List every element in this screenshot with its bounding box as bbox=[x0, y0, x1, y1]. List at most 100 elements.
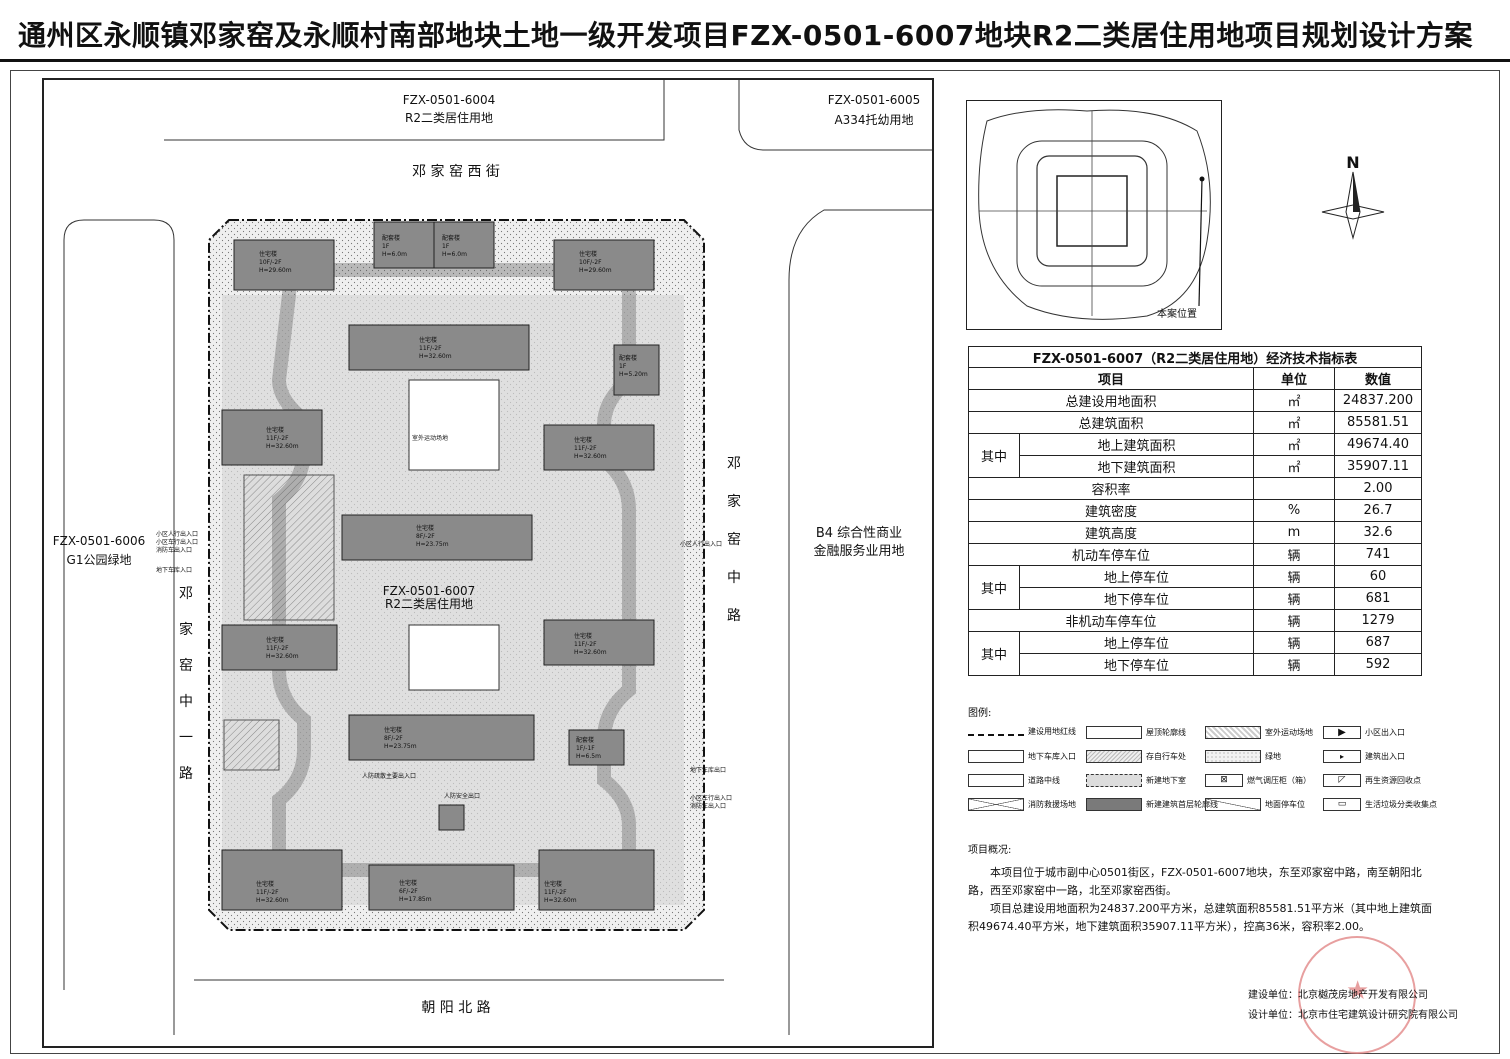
legend-label: 燃气调压柜（箱） bbox=[1247, 776, 1311, 785]
overview-paragraph-2: 项目总建设用地面积为24837.200平方米，总建筑面积85581.51平方米（… bbox=[968, 902, 1432, 933]
label-n4: 住宅楼 bbox=[579, 250, 597, 258]
label-c2: 住宅楼 bbox=[416, 524, 434, 532]
building-c2 bbox=[341, 514, 533, 561]
h-n4: H=29.60m bbox=[579, 267, 612, 274]
green-swatch bbox=[1205, 750, 1261, 763]
legend-label: 建筑出入口 bbox=[1365, 752, 1405, 761]
floors-n3: 1F bbox=[442, 243, 450, 250]
drawing-frame bbox=[10, 70, 1500, 1054]
row-unit: 辆 bbox=[1253, 565, 1335, 588]
east-garage-exit: 地下车库出口 bbox=[690, 766, 726, 774]
legend-item: 消防救援场地 bbox=[968, 798, 1076, 811]
label-sc: 住宅楼 bbox=[399, 879, 417, 887]
row-value: 49674.40 bbox=[1334, 433, 1422, 456]
table-row: 地下停车位 辆 592 bbox=[969, 653, 1422, 676]
row-unit: 辆 bbox=[1253, 653, 1335, 676]
legend-item: ⊠燃气调压柜（箱） bbox=[1205, 774, 1311, 787]
designer-name: 北京市住宅建筑设计研究院有限公司 bbox=[1298, 1010, 1458, 1021]
floors-e2: 11F/-2F bbox=[574, 641, 597, 648]
label-w1: 住宅楼 bbox=[266, 426, 284, 434]
legend-item: 新建建筑首层轮廓线 bbox=[1086, 798, 1218, 811]
builder-label: 建设单位： bbox=[1248, 990, 1298, 1001]
legend-label: 生活垃圾分类收集点 bbox=[1365, 800, 1437, 809]
row-value: 85581.51 bbox=[1334, 411, 1422, 434]
project-overview: 项目概况: 本项目位于城市副中心0501街区，FZX-0501-6007地块，东… bbox=[968, 842, 1442, 936]
north-parcel-edge bbox=[164, 80, 665, 141]
row-unit: m bbox=[1253, 521, 1335, 544]
row-unit bbox=[1253, 477, 1335, 500]
row-item: 建筑高度 bbox=[968, 521, 1254, 544]
table-row: 总建筑面积 ㎡ 85581.51 bbox=[968, 411, 1422, 434]
row-group-label: 其中 bbox=[968, 631, 1020, 676]
row-unit: 辆 bbox=[1253, 543, 1335, 566]
h-n2: H=6.0m bbox=[382, 251, 407, 258]
floors-c2: 8F/-2F bbox=[416, 533, 435, 540]
parcel-e-use1: B4 综合性商业 bbox=[816, 526, 902, 541]
row-value: 60 bbox=[1334, 565, 1422, 588]
outdoor-field-label: 室外运动场地 bbox=[412, 434, 448, 442]
label-c1: 住宅楼 bbox=[419, 336, 437, 344]
label-se: 住宅楼 bbox=[544, 880, 562, 888]
row-unit: % bbox=[1253, 499, 1335, 522]
label-w2: 住宅楼 bbox=[266, 636, 284, 644]
h-n1: H=29.60m bbox=[259, 267, 292, 274]
floors-s2: 1F/-1F bbox=[576, 745, 595, 752]
location-map: 本案位置 bbox=[966, 100, 1222, 330]
entry-arrow-icon: ▶ bbox=[1323, 726, 1361, 739]
building-exit bbox=[438, 804, 465, 831]
row-unit: ㎡ bbox=[1253, 411, 1335, 434]
legend-title: 图例: bbox=[968, 708, 992, 719]
table-caption: FZX-0501-6007（R2二类居住用地）经济技术指标表 bbox=[968, 346, 1422, 368]
road-east-4: 路 bbox=[727, 608, 741, 624]
parcel-w-code: FZX-0501-6006 bbox=[53, 534, 145, 548]
legend-label: 存自行车处 bbox=[1146, 752, 1186, 761]
legend-item: 存自行车处 bbox=[1086, 750, 1186, 763]
west-garage-entry: 地下车库入口 bbox=[156, 566, 192, 574]
building-group bbox=[221, 221, 660, 911]
legend-item: ◸再生资源回收点 bbox=[1323, 774, 1421, 787]
overview-heading: 项目概况: bbox=[968, 845, 1012, 856]
h-e1: H=32.60m bbox=[574, 453, 607, 460]
row-item: 非机动车停车位 bbox=[968, 609, 1254, 632]
parcel-nl-use: R2二类居住用地 bbox=[405, 111, 493, 125]
row-unit: 辆 bbox=[1253, 609, 1335, 632]
road-east-1: 家 bbox=[727, 493, 741, 510]
label-n1: 住宅楼 bbox=[259, 250, 277, 258]
legend-label: 屋顶轮廓线 bbox=[1146, 728, 1186, 737]
fire-rescue-swatch bbox=[968, 798, 1024, 811]
legend-item: 道路中线 bbox=[968, 774, 1060, 787]
building-e1 bbox=[543, 424, 655, 471]
north-symbol: N bbox=[1346, 153, 1359, 172]
north-arrow-icon: N bbox=[1321, 153, 1385, 240]
row-unit: 辆 bbox=[1253, 631, 1335, 654]
floors-e1: 11F/-2F bbox=[574, 445, 597, 452]
row-value: 687 bbox=[1334, 631, 1422, 654]
row-item: 地下停车位 bbox=[1019, 653, 1254, 676]
row-item: 总建设用地面积 bbox=[968, 389, 1254, 412]
floors-w1: 11F/-2F bbox=[266, 435, 289, 442]
parcel-main-code: FZX-0501-6007 bbox=[383, 584, 475, 598]
parcel-w-use: G1公园绿地 bbox=[67, 552, 132, 567]
row-value: 24837.200 bbox=[1334, 389, 1422, 412]
west-fire-entry: 消防车出入口 bbox=[156, 546, 192, 554]
road-east-0: 邓 bbox=[727, 456, 741, 472]
legend-item: ▸建筑出入口 bbox=[1323, 750, 1405, 763]
east-car-entry: 小区车行出入口 bbox=[690, 794, 732, 802]
legend-label: 室外运动场地 bbox=[1265, 728, 1313, 737]
row-unit: ㎡ bbox=[1253, 389, 1335, 412]
recycle-icon: ◸ bbox=[1323, 774, 1361, 787]
h-c3: H=23.75m bbox=[384, 743, 417, 750]
parcel-nl-code: FZX-0501-6004 bbox=[403, 93, 495, 107]
floors-n1: 10F/-2F bbox=[259, 259, 282, 266]
h-s2: H=6.5m bbox=[576, 753, 601, 760]
building-s2 bbox=[568, 729, 625, 766]
east-fire-entry: 消防车出入口 bbox=[690, 802, 726, 810]
road-center-swatch bbox=[968, 774, 1024, 787]
redline-swatch bbox=[968, 733, 1024, 736]
compass-ns bbox=[1345, 171, 1361, 240]
h-sc: H=17.85m bbox=[399, 896, 432, 903]
h-e2: H=32.60m bbox=[574, 649, 607, 656]
parcel-e-use2: 金融服务业用地 bbox=[813, 543, 904, 559]
west-car-entry: 小区车行出入口 bbox=[156, 538, 198, 546]
legend-label: 消防救援场地 bbox=[1028, 800, 1076, 809]
